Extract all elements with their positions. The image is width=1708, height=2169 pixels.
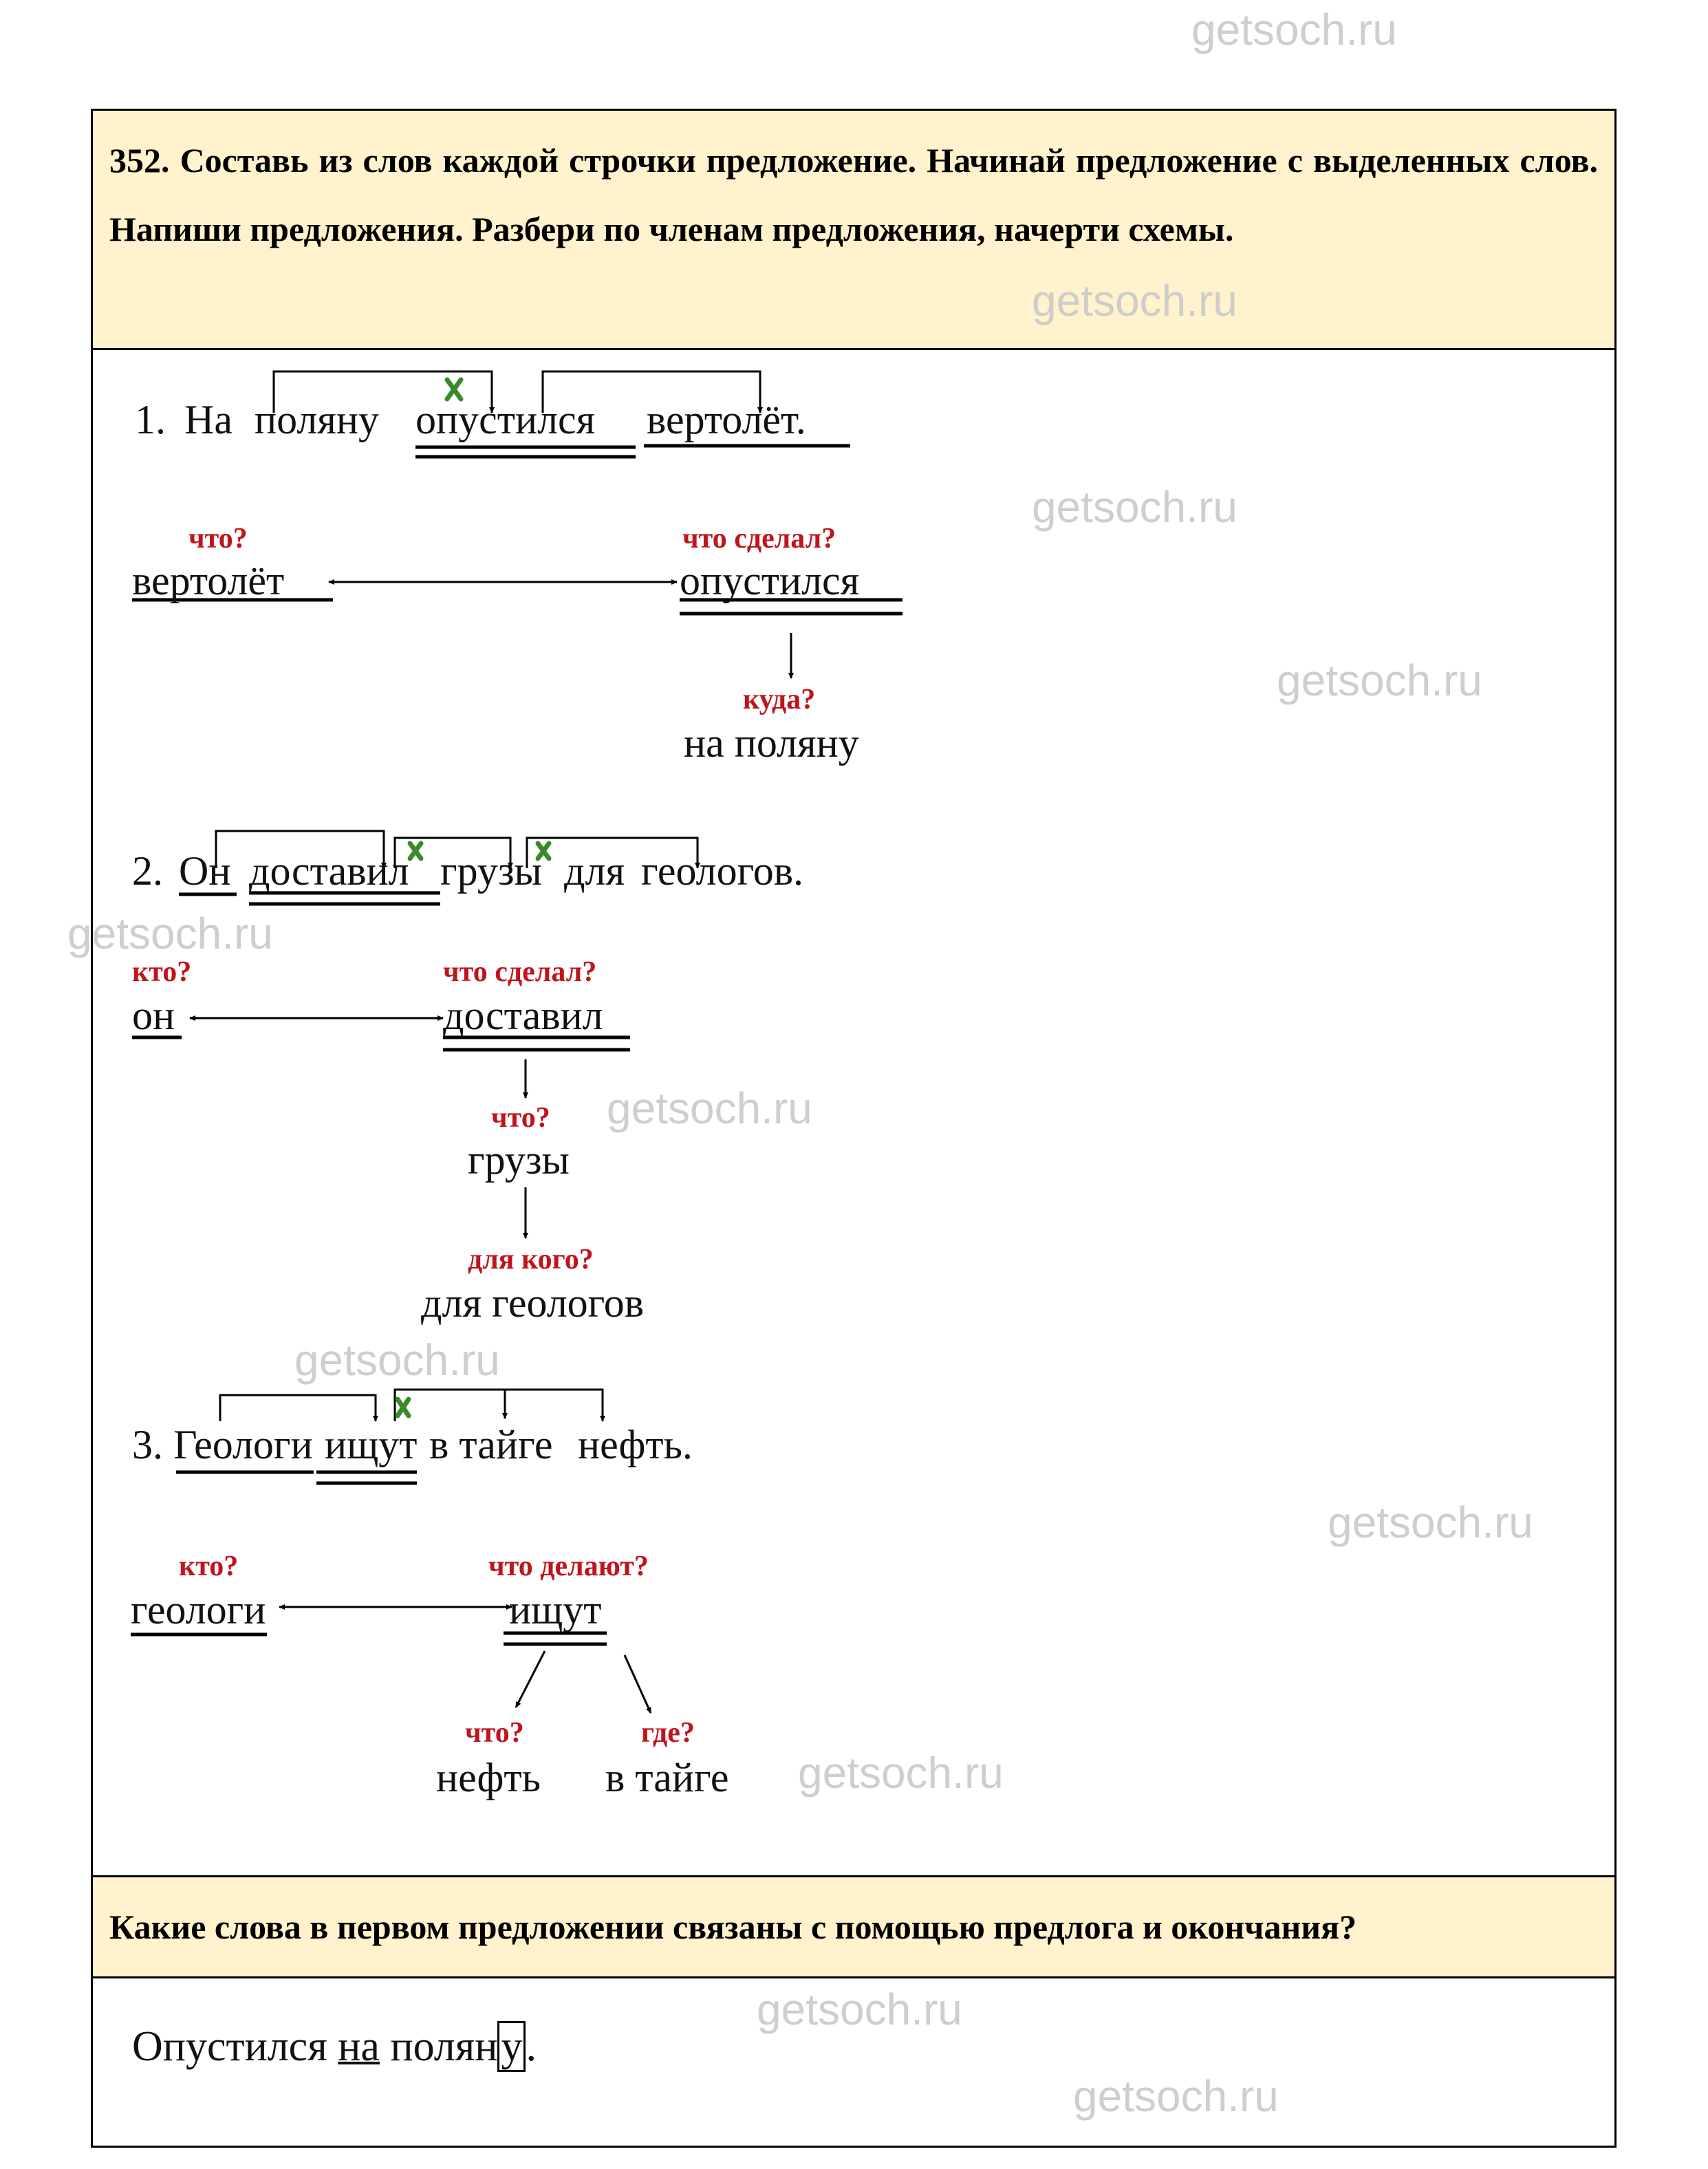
link-bracket — [541, 370, 763, 413]
question-label: кто? — [132, 956, 191, 988]
link-bracket — [526, 837, 700, 869]
sentence-word: нефть. — [578, 1422, 693, 1467]
sentence-word: Геологи — [173, 1422, 313, 1467]
scheme-subject: он — [132, 993, 175, 1038]
scheme-subject: вертолёт — [132, 558, 284, 603]
link-bracket — [393, 837, 513, 869]
question-label: что? — [465, 1717, 524, 1749]
answer-word: Опустился — [132, 2023, 327, 2070]
watermark: getsoch.ru — [798, 1748, 1004, 1798]
sentence-word: грузы — [440, 848, 542, 894]
watermark: getsoch.ru — [757, 1985, 962, 2034]
question-band: Какие слова в первом предложении связаны… — [93, 1875, 1614, 1978]
link-bracket — [272, 370, 495, 413]
question-text: Какие слова в первом предложении связаны… — [109, 1908, 1357, 1946]
green-x-mark-icon — [407, 841, 424, 861]
answer-period: . — [526, 2023, 537, 2070]
question-label: что сделал? — [443, 956, 596, 988]
scheme-dependent: грузы — [468, 1137, 570, 1183]
watermark: getsoch.ru — [1073, 2071, 1279, 2121]
scheme-dependent: нефть — [436, 1755, 541, 1800]
scheme-dependent: на поляну — [684, 720, 859, 766]
answer-ending: у — [497, 2021, 526, 2072]
watermark: getsoch.ru — [1032, 482, 1237, 532]
sentence-word: поляну — [255, 397, 379, 442]
link-bracket — [219, 1394, 378, 1422]
question-label: что сделал? — [682, 523, 836, 554]
watermark: getsoch.ru — [1277, 656, 1482, 705]
link-bracket — [393, 1388, 605, 1422]
sentence-number: 1. — [135, 397, 166, 442]
watermark: getsoch.ru — [67, 909, 273, 958]
link-arrow — [515, 1650, 546, 1708]
green-x-mark-icon — [444, 377, 464, 402]
question-label: что делают? — [488, 1551, 649, 1582]
watermark: getsoch.ru — [1032, 276, 1237, 325]
sentence-number: 3. — [132, 1422, 163, 1467]
answer-text: Опустился на поляну. — [132, 2021, 537, 2072]
sentence-word: в тайге — [429, 1422, 552, 1467]
sentence-word: вертолёт. — [647, 397, 806, 442]
sentence-word: ищут — [325, 1422, 418, 1467]
answer-stem: полян — [390, 2023, 498, 2070]
question-label: для кого? — [468, 1244, 594, 1275]
green-x-mark-icon — [535, 841, 552, 861]
watermark: getsoch.ru — [607, 1083, 812, 1133]
scheme-subject: геологи — [131, 1587, 266, 1632]
question-label: что? — [491, 1102, 550, 1134]
task-text: 352. Составь из слов каждой строчки пред… — [109, 141, 1598, 248]
sentence-number: 2. — [132, 848, 163, 894]
sentence-word: Он — [179, 848, 230, 894]
sentence-word: доставил — [249, 848, 409, 894]
sentence-word: опустился — [415, 397, 595, 442]
exercise-frame — [91, 109, 1617, 2148]
question-label: что? — [188, 523, 248, 554]
scheme-dependent: в тайге — [605, 1755, 728, 1800]
link-arrow — [623, 1654, 652, 1714]
green-x-mark-icon — [395, 1396, 411, 1418]
answer-preposition: на — [338, 2023, 380, 2070]
task-header: 352. Составь из слов каждой строчки пред… — [93, 111, 1614, 350]
question-label: кто? — [179, 1551, 238, 1582]
scheme-predicate: опустился — [680, 558, 859, 603]
sentence-word: геологов. — [641, 848, 803, 894]
link-bracket — [215, 830, 387, 869]
sentence-word: На — [184, 397, 233, 442]
watermark: getsoch.ru — [1191, 5, 1397, 54]
watermark: getsoch.ru — [294, 1335, 500, 1385]
sentence-word: для — [564, 848, 625, 894]
scheme-dependent: для геологов — [421, 1280, 644, 1326]
question-label: где? — [641, 1717, 695, 1749]
scheme-predicate: ищут — [509, 1587, 602, 1632]
question-label: куда? — [743, 684, 815, 715]
scheme-predicate: доставил — [443, 993, 603, 1038]
watermark: getsoch.ru — [1328, 1498, 1533, 1547]
